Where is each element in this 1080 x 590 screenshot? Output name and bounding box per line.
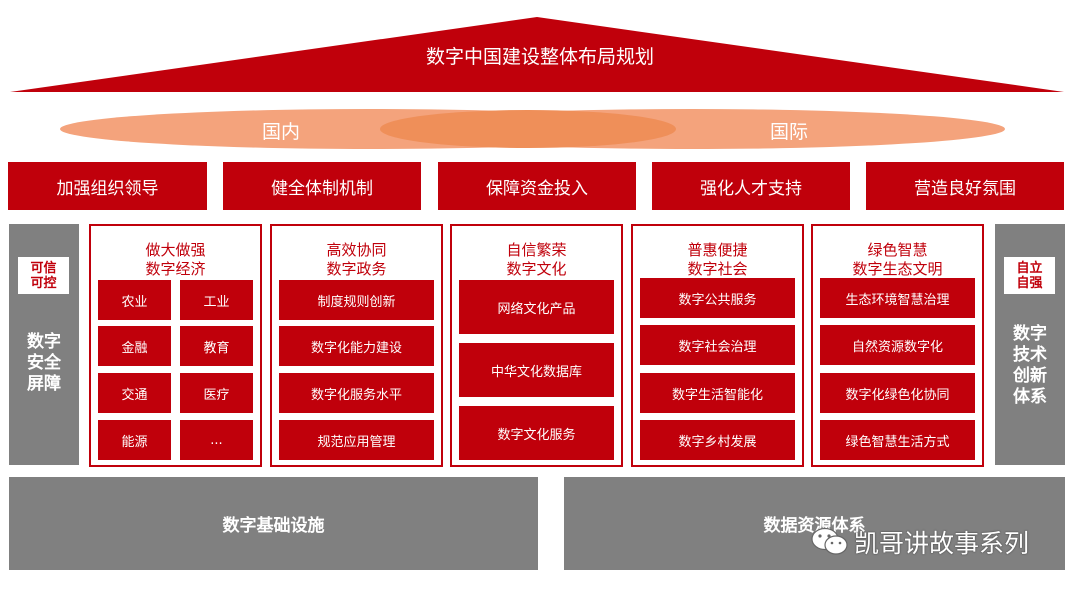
cell-public-services: 数字公共服务 <box>640 278 795 318</box>
cell-application-management: 规范应用管理 <box>279 420 434 460</box>
section-digital-culture: 自信繁荣 数字文化 网络文化产品 中华文化数据库 数字文化服务 <box>450 224 623 467</box>
cell-green-lifestyle: 绿色智慧生活方式 <box>820 420 975 460</box>
cell-finance: 金融 <box>98 326 171 366</box>
section-title: 绿色智慧 数字生态文明 <box>852 241 943 278</box>
cell-ecological-governance: 生态环境智慧治理 <box>820 278 975 318</box>
roof-triangle <box>10 17 1064 92</box>
section-title: 高效协同 数字政务 <box>326 241 387 278</box>
section-title: 普惠便捷 数字社会 <box>687 241 748 278</box>
pillar-funding: 保障资金投入 <box>438 162 636 210</box>
pillar-organization: 加强组织领导 <box>8 162 207 210</box>
security-badge: 可信 可控 <box>18 257 69 294</box>
cell-culture-database: 中华文化数据库 <box>459 343 614 397</box>
roof-graphic <box>10 17 1064 149</box>
cell-institution-innovation: 制度规则创新 <box>279 280 434 320</box>
pillar-talent: 强化人才支持 <box>652 162 850 210</box>
foundation-data-resources: 数据资源体系 <box>564 477 1065 570</box>
cell-agriculture: 农业 <box>98 280 171 320</box>
overlap-ellipse <box>380 110 676 148</box>
cell-smart-living: 数字生活智能化 <box>640 373 795 413</box>
cell-capability-building: 数字化能力建设 <box>279 326 434 366</box>
watermark-text: 凯哥讲故事系列 <box>854 529 1030 558</box>
section-title: 做大做强 数字经济 <box>145 241 206 278</box>
section-digital-economy: 做大做强 数字经济 农业 工业 金融 教育 交通 医疗 能源 ... <box>89 224 262 467</box>
international-label: 国际 <box>770 121 809 143</box>
wechat-icon <box>811 527 848 555</box>
section-title: 自信繁荣 数字文化 <box>506 241 567 278</box>
cell-culture-services: 数字文化服务 <box>459 406 614 460</box>
cell-industry: 工业 <box>180 280 253 320</box>
cell-more: ... <box>180 420 253 460</box>
cell-education: 教育 <box>180 326 253 366</box>
section-digital-ecology: 绿色智慧 数字生态文明 生态环境智慧治理 自然资源数字化 数字化绿色化协同 绿色… <box>811 224 984 467</box>
cell-energy: 能源 <box>98 420 171 460</box>
section-digital-society: 普惠便捷 数字社会 数字公共服务 数字社会治理 数字生活智能化 数字乡村发展 <box>631 224 804 467</box>
cell-natural-resources: 自然资源数字化 <box>820 325 975 365</box>
innovation-title: 数字 技术 创新 体系 <box>1013 324 1047 407</box>
cell-transport: 交通 <box>98 373 171 413</box>
cell-green-synergy: 数字化绿色化协同 <box>820 373 975 413</box>
domestic-label: 国内 <box>262 121 301 143</box>
watermark: 凯哥讲故事系列 <box>810 522 1068 562</box>
roof-title: 数字中国建设整体布局规划 <box>425 46 654 68</box>
innovation-badge: 自立 自强 <box>1004 257 1055 294</box>
cell-cultural-products: 网络文化产品 <box>459 280 614 334</box>
foundation-infrastructure: 数字基础设施 <box>9 477 538 570</box>
security-barrier-column: 可信 可控 数字 安全 屏障 <box>9 224 79 465</box>
cell-service-level: 数字化服务水平 <box>279 373 434 413</box>
cell-social-governance: 数字社会治理 <box>640 325 795 365</box>
cell-rural-development: 数字乡村发展 <box>640 420 795 460</box>
tech-innovation-column: 自立 自强 数字 技术 创新 体系 <box>995 224 1065 465</box>
pillar-atmosphere: 营造良好氛围 <box>866 162 1064 210</box>
section-digital-government: 高效协同 数字政务 制度规则创新 数字化能力建设 数字化服务水平 规范应用管理 <box>270 224 443 467</box>
pillar-institution: 健全体制机制 <box>223 162 421 210</box>
cell-healthcare: 医疗 <box>180 373 253 413</box>
security-title: 数字 安全 屏障 <box>27 331 61 394</box>
